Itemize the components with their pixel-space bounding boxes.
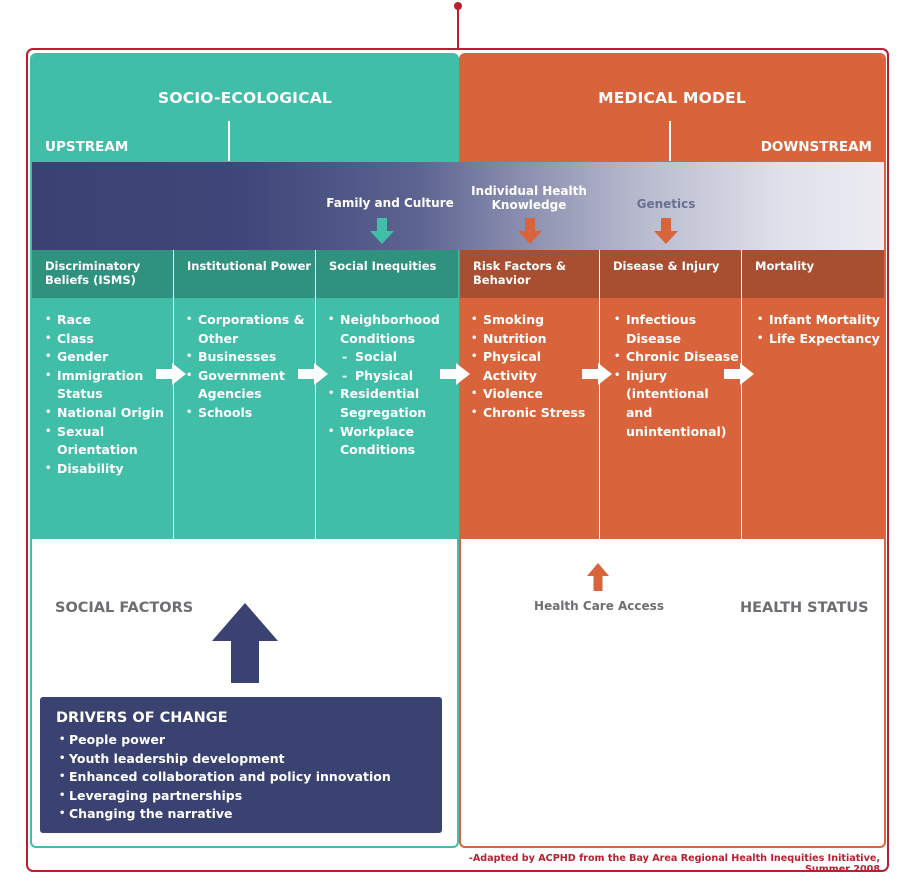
genetics-label: Genetics — [636, 197, 696, 211]
risk-factors-list: Smoking Nutrition Physical Activity Viol… — [471, 311, 596, 423]
up-arrow-icon — [587, 563, 609, 591]
column-header-disease-injury: Disease & Injury — [600, 250, 741, 298]
list-item: Leveraging partnerships — [59, 787, 442, 806]
list-item: Enhanced collaboration and policy innova… — [59, 768, 442, 787]
down-arrow-icon — [370, 218, 394, 244]
list-item: Chronic Disease — [614, 348, 739, 367]
socio-ecological-title: SOCIO-ECOLOGICAL — [158, 89, 332, 107]
list-item: Life Expectancy — [757, 330, 882, 349]
list-item: Schools — [186, 404, 311, 423]
list-item: Violence — [471, 385, 596, 404]
list-item: Government Agencies — [186, 367, 311, 404]
right-arrow-icon — [298, 363, 328, 385]
list-item: Infant Mortality — [757, 311, 882, 330]
column-separator — [599, 250, 600, 539]
drivers-of-change-title: DRIVERS OF CHANGE — [56, 710, 228, 726]
connector-line — [457, 6, 459, 50]
list-item: Youth leadership development — [59, 750, 442, 769]
down-arrow-icon — [654, 218, 678, 244]
list-item: Immigration Status — [45, 367, 170, 404]
source-credit: -Adapted by ACPHD from the Bay Area Regi… — [468, 853, 880, 875]
column-header-risk-factors: Risk Factors & Behavior — [460, 250, 599, 298]
list-item: Residential Segregation — [328, 385, 456, 422]
list-item: Smoking — [471, 311, 596, 330]
right-arrow-icon — [156, 363, 186, 385]
downstream-divider — [669, 121, 671, 161]
down-arrow-icon — [518, 218, 542, 244]
institutional-power-list: Corporations & Other Businesses Governme… — [186, 311, 311, 423]
list-item: Businesses — [186, 348, 311, 367]
outer-frame — [26, 48, 889, 872]
list-item: Injury (intentional and unintentional) — [614, 367, 739, 441]
right-arrow-icon — [724, 363, 754, 385]
downstream-label: DOWNSTREAM — [760, 139, 872, 155]
discriminatory-beliefs-list: Race Class Gender Immigration Status Nat… — [45, 311, 170, 478]
large-up-arrow-icon — [212, 603, 278, 683]
list-item: Gender — [45, 348, 170, 367]
list-item: Changing the narrative — [59, 805, 442, 824]
list-item: Corporations & Other — [186, 311, 311, 348]
right-arrow-icon — [440, 363, 470, 385]
upstream-divider — [228, 121, 230, 161]
drivers-of-change-box: DRIVERS OF CHANGE People power Youth lea… — [40, 697, 442, 833]
list-item: Infectious Disease — [614, 311, 739, 348]
disease-injury-list: Infectious Disease Chronic Disease Injur… — [614, 311, 739, 441]
mortality-list: Infant Mortality Life Expectancy — [757, 311, 882, 348]
list-item: Chronic Stress — [471, 404, 596, 423]
column-header-institutional-power: Institutional Power — [174, 250, 315, 298]
list-item: Neighborhood Conditions — [328, 311, 456, 348]
list-item: Disability — [45, 460, 170, 479]
list-item: Sexual Orientation — [45, 423, 170, 460]
column-separator — [173, 250, 174, 539]
list-item: People power — [59, 731, 442, 750]
health-care-access-label: Health Care Access — [534, 599, 664, 613]
medical-model-title: MEDICAL MODEL — [598, 89, 746, 107]
column-separator — [741, 250, 742, 539]
column-separator — [315, 250, 316, 539]
list-subitem: Physical — [328, 367, 456, 386]
list-item: Nutrition — [471, 330, 596, 349]
drivers-of-change-list: People power Youth leadership developmen… — [56, 731, 442, 824]
list-item: Physical Activity — [471, 348, 596, 385]
social-factors-label: SOCIAL FACTORS — [55, 600, 194, 616]
column-header-mortality: Mortality — [742, 250, 884, 298]
list-item: National Origin — [45, 404, 170, 423]
list-item: Class — [45, 330, 170, 349]
column-header-discriminatory-beliefs: Discriminatory Beliefs (ISMS) — [32, 250, 173, 298]
health-status-label: HEALTH STATUS — [740, 600, 869, 616]
list-item: Workplace Conditions — [328, 423, 456, 460]
right-arrow-icon — [582, 363, 612, 385]
social-inequities-list: Neighborhood Conditions Social Physical … — [328, 311, 456, 460]
list-item: Race — [45, 311, 170, 330]
list-subitem: Social — [328, 348, 456, 367]
influence-band — [32, 162, 884, 250]
upstream-label: UPSTREAM — [45, 139, 129, 155]
individual-knowledge-label: Individual Health Knowledge — [471, 184, 587, 212]
column-header-social-inequities: Social Inequities — [316, 250, 458, 298]
family-culture-label: Family and Culture — [326, 196, 454, 210]
